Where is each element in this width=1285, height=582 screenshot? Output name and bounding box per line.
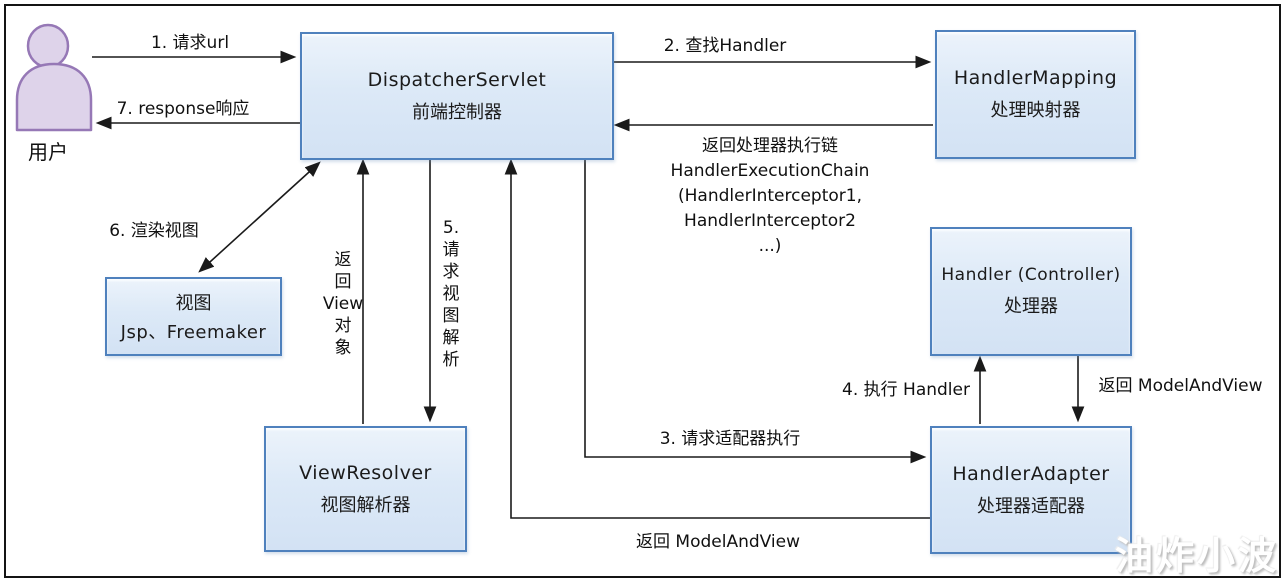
label-request-view-seg: 图 — [442, 306, 460, 326]
label-request-view-seg: 请 — [442, 240, 460, 260]
node-view-title: 视图 — [175, 293, 212, 314]
watermark: 油炸小波 — [1114, 534, 1279, 578]
user-actor-label: 用户 — [28, 140, 68, 164]
label-request-url: 1. 请求url — [150, 33, 230, 53]
label-request-view-resolve: 5. 请 求 视 图 解 析 — [434, 217, 468, 371]
label-find-handler: 2. 查找Handler — [663, 36, 787, 56]
label-return-mav-right: 返回 ModelAndView — [1098, 376, 1263, 396]
label-request-view-seg: 5. — [442, 218, 460, 238]
label-return-view-seg: 返 — [334, 250, 352, 270]
node-view-resolver: ViewResolver 视图解析器 — [264, 426, 467, 552]
node-handler-mapping: HandlerMapping 处理映射器 — [935, 30, 1136, 159]
label-request-view-seg: 求 — [442, 262, 460, 282]
node-view-resolver-subtitle: 视图解析器 — [320, 494, 411, 516]
label-return-view-seg: 象 — [334, 338, 352, 358]
label-request-view-seg: 视 — [442, 284, 460, 304]
label-return-chain-line: HandlerExecutionChain — [670, 161, 870, 181]
label-return-view: 返 回 View 对 象 — [320, 249, 366, 359]
user-actor-icon — [15, 23, 93, 132]
label-response: 7. response响应 — [116, 99, 250, 119]
label-return-view-seg: View — [322, 294, 364, 314]
node-dispatcher-servlet: DispatcherServlet 前端控制器 — [300, 32, 614, 160]
node-handler-controller: Handler (Controller) 处理器 — [930, 227, 1132, 356]
label-execute-handler: 4. 执行 Handler — [842, 380, 970, 400]
node-handler-adapter-subtitle: 处理器适配器 — [977, 495, 1085, 517]
node-handler-mapping-subtitle: 处理映射器 — [990, 100, 1081, 121]
node-view-subtitle: Jsp、Freemaker — [120, 322, 267, 343]
label-return-view-seg: 回 — [334, 272, 352, 292]
label-return-chain-line: (HandlerInterceptor1, — [678, 186, 862, 206]
node-handler-controller-title: Handler (Controller) — [941, 265, 1121, 285]
node-dispatcher-servlet-title: DispatcherServlet — [367, 68, 547, 91]
label-return-chain-line: ...) — [758, 236, 782, 256]
label-request-adapter: 3. 请求适配器执行 — [659, 429, 801, 449]
label-render-view: 6. 渲染视图 — [109, 221, 199, 241]
node-view-resolver-title: ViewResolver — [299, 461, 432, 484]
node-handler-adapter-title: HandlerAdapter — [952, 462, 1110, 485]
node-handler-mapping-title: HandlerMapping — [953, 67, 1118, 89]
node-dispatcher-servlet-subtitle: 前端控制器 — [412, 101, 502, 123]
node-handler-adapter: HandlerAdapter 处理器适配器 — [930, 426, 1132, 554]
diagram-frame — [4, 4, 1281, 578]
label-return-chain: 返回处理器执行链 HandlerExecutionChain (HandlerI… — [640, 134, 900, 259]
label-return-view-seg: 对 — [334, 316, 352, 336]
label-return-chain-line: 返回处理器执行链 — [702, 136, 838, 156]
node-view: 视图 Jsp、Freemaker — [105, 277, 282, 356]
label-return-chain-line: HandlerInterceptor2 — [684, 211, 856, 231]
node-handler-controller-subtitle: 处理器 — [1004, 296, 1058, 317]
label-request-view-seg: 析 — [442, 350, 460, 370]
label-request-view-seg: 解 — [442, 328, 460, 348]
label-return-mav-bottom: 返回 ModelAndView — [636, 532, 800, 552]
